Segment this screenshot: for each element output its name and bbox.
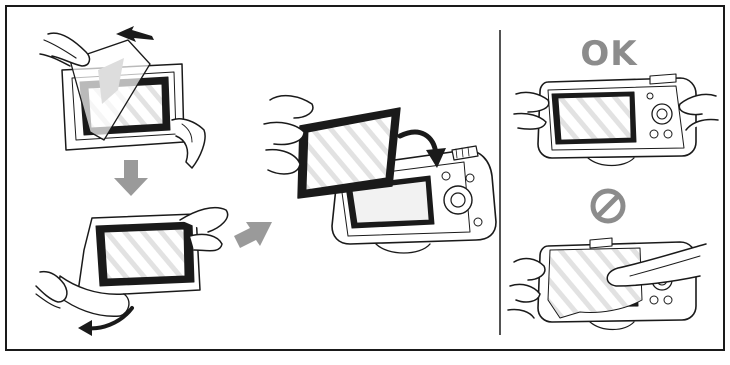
- step-peel-backing: [39, 32, 206, 169]
- arrow-left-icon: [116, 26, 154, 42]
- step-attach-film: [263, 94, 497, 254]
- incorrect-example: [507, 237, 707, 331]
- outer-border: [5, 5, 725, 351]
- curved-arrow-left-icon: [78, 306, 134, 336]
- ok-label: OK: [580, 34, 638, 74]
- arrow-right-icon: [234, 222, 272, 248]
- correct-example: [513, 73, 719, 167]
- curved-arrow-down-icon: [397, 129, 446, 168]
- arrow-down-icon: [114, 160, 148, 196]
- prohibited-icon: [590, 188, 626, 224]
- step-peel-bottom-backing: [35, 206, 229, 317]
